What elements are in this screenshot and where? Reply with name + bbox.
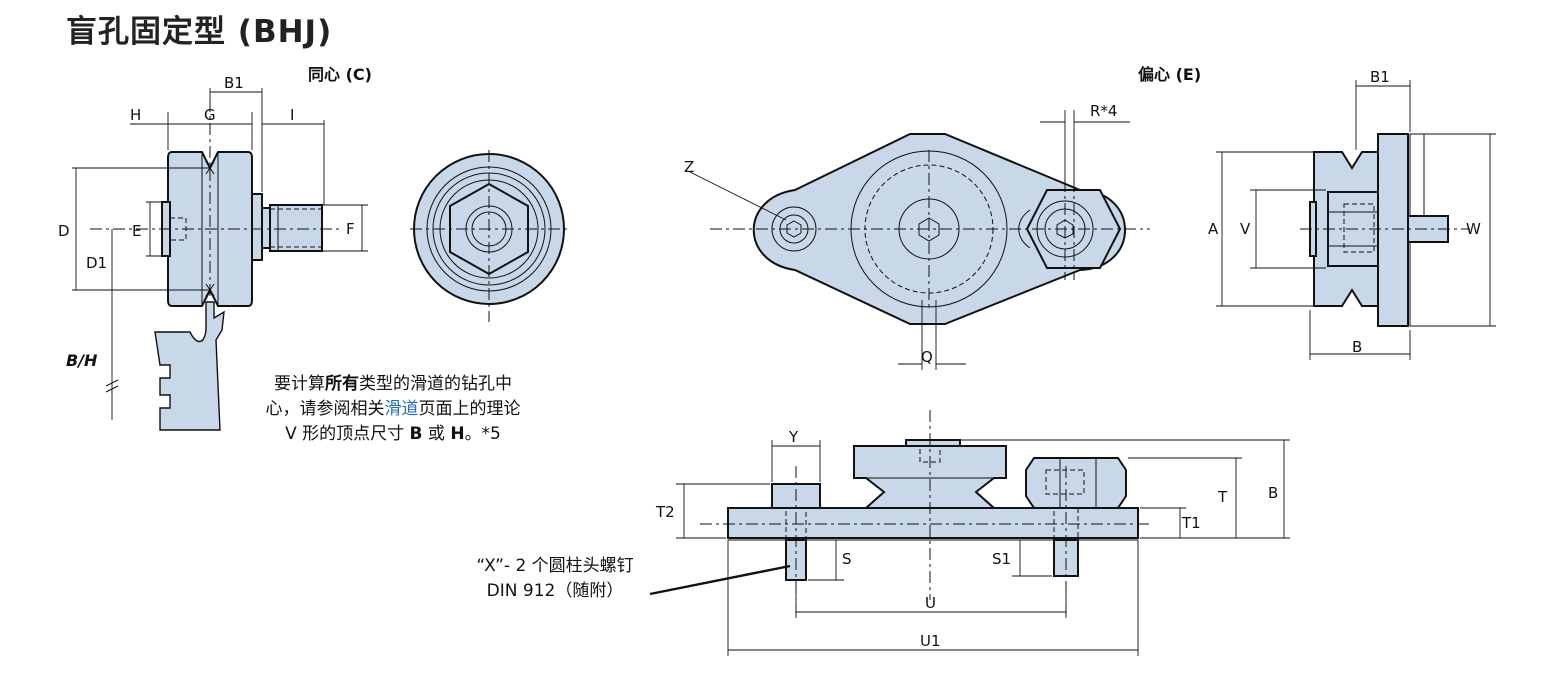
- dim-b-front: B: [1268, 484, 1278, 502]
- dim-v: V: [1240, 220, 1251, 238]
- front-elevation: Y T2 T T1 B S S1 U U1: [649, 410, 1290, 656]
- side-view-concentric: H G B1 I D E D1 F B/H 同心 (C): [58, 65, 372, 431]
- plan-view-eccentric: R*4 Z Q 偏心 (E): [684, 65, 1201, 370]
- dim-e: E: [132, 222, 141, 240]
- dim-s1: S1: [992, 550, 1011, 568]
- dim-d1: D1: [86, 254, 107, 272]
- dim-y: Y: [788, 428, 799, 446]
- dim-h: H: [130, 106, 141, 124]
- dim-s: S: [842, 550, 852, 568]
- side-view-eccentric: B1 A V W B: [1208, 68, 1496, 360]
- dim-t: T: [1217, 488, 1228, 506]
- screw-note: “X”- 2 个圆柱头螺钉 DIN 912（随附）: [476, 556, 634, 601]
- dim-g: G: [204, 106, 216, 124]
- dim-bh: B/H: [66, 351, 98, 370]
- front-view-wheel: [410, 150, 570, 322]
- drilling-note: 要计算所有类型的滑道的钻孔中心，请参阅相关滑道页面上的理论 V 形的顶点尺寸 B…: [265, 374, 521, 444]
- view-label-eccentric: 偏心 (E): [1138, 65, 1201, 84]
- dim-f: F: [346, 220, 355, 238]
- view-label-concentric: 同心 (C): [308, 65, 372, 84]
- dim-b1-right: B1: [1370, 68, 1390, 86]
- page-title: 盲孔固定型 (BHJ): [66, 14, 333, 50]
- dim-t1: T1: [1181, 514, 1201, 532]
- slide-link[interactable]: 滑道: [384, 399, 419, 419]
- dim-b-side: B: [1352, 338, 1362, 356]
- dim-b1-left: B1: [224, 74, 244, 92]
- dim-r4: R*4: [1090, 102, 1117, 120]
- dim-z: Z: [684, 158, 694, 176]
- dim-i: I: [290, 106, 294, 124]
- dim-u1: U1: [920, 632, 941, 650]
- dim-t2: T2: [655, 503, 675, 521]
- dim-w: W: [1466, 220, 1481, 238]
- dim-u: U: [925, 594, 936, 612]
- dim-a: A: [1208, 220, 1219, 238]
- dim-d: D: [58, 222, 70, 240]
- dim-q: Q: [921, 348, 933, 366]
